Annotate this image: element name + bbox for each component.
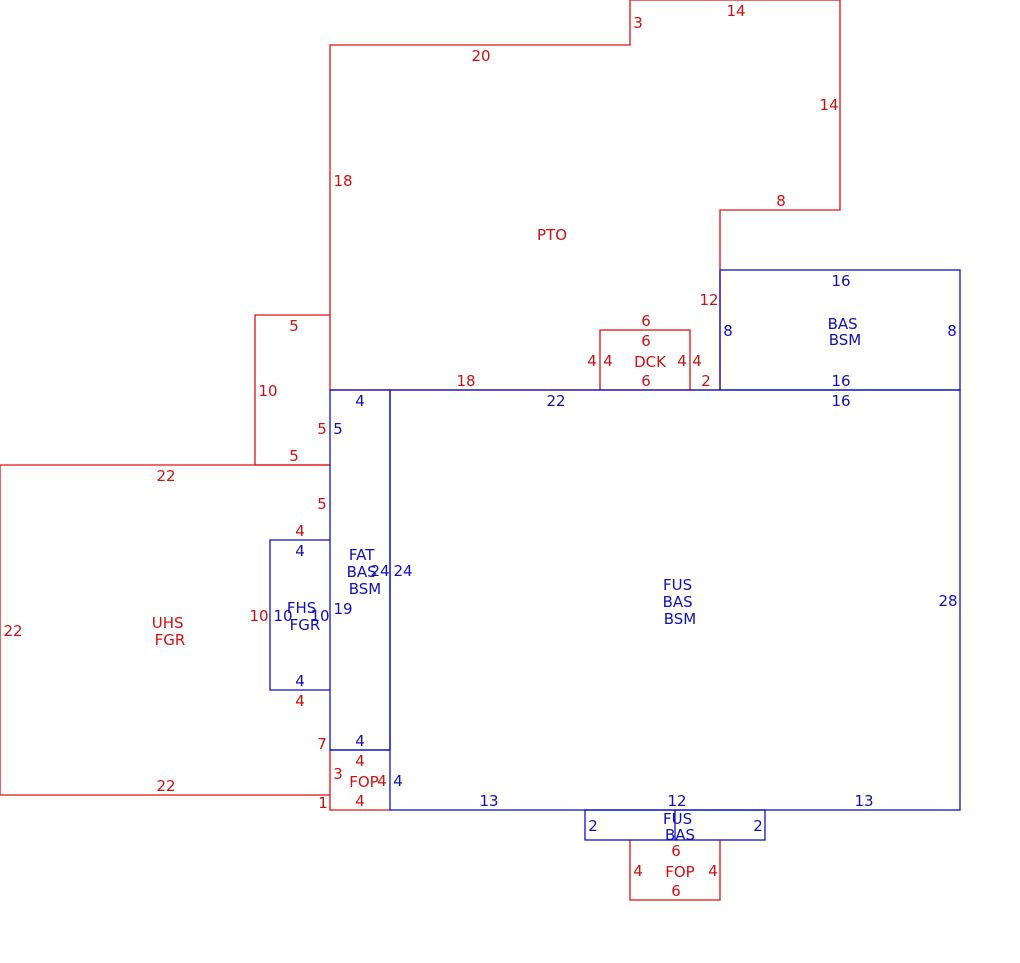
dim-label: 16: [831, 272, 850, 290]
dim-label: 4: [295, 672, 305, 690]
dim-label: 19: [333, 600, 352, 618]
dim-label: 4: [708, 862, 718, 880]
dim-label: 12: [699, 291, 718, 309]
dim-label: 13: [854, 792, 873, 810]
dim-label: 6: [641, 312, 651, 330]
dim-label: 10: [258, 382, 277, 400]
dim-label: 5: [289, 317, 299, 335]
dim-label: 16: [831, 372, 850, 390]
dim-label: 24: [393, 562, 412, 580]
dim-label: 3: [333, 765, 343, 783]
dim-label: 5: [317, 420, 327, 438]
bas-top-label: BAS BSM: [828, 315, 863, 349]
dim-label: 2: [588, 817, 598, 835]
dim-label: 14: [819, 96, 838, 114]
dim-label: 5: [317, 495, 327, 513]
dim-label: 10: [249, 607, 268, 625]
dim-label: 4: [295, 692, 305, 710]
dim-label: 10: [273, 607, 292, 625]
dim-label: 4: [355, 732, 365, 750]
dim-label: 13: [479, 792, 498, 810]
dim-label: 18: [333, 172, 352, 190]
fop-bottom-label: FOP: [665, 863, 694, 881]
fat-label: FAT BAS BSM: [347, 546, 382, 598]
dim-label: 2: [753, 817, 763, 835]
dim-label: 5: [289, 447, 299, 465]
fhs-outline: [269, 539, 330, 691]
dim-label: 14: [726, 2, 745, 20]
dim-label: 20: [471, 47, 490, 65]
dim-label: 8: [947, 322, 957, 340]
dim-label: 3: [633, 14, 643, 32]
dim-label: 8: [723, 322, 733, 340]
dim-label: 4: [377, 772, 387, 790]
dim-label: 22: [156, 467, 175, 485]
dim-label: 6: [641, 372, 651, 390]
dim-label: 16: [831, 392, 850, 410]
dim-label: 4: [295, 522, 305, 540]
dim-label: 4: [603, 352, 613, 370]
dim-label: 28: [938, 592, 957, 610]
dim-label: 24: [370, 562, 389, 580]
fop-left-label: FOP: [349, 773, 378, 791]
dim-label: 8: [776, 192, 786, 210]
fus-bottom-label: FUS BAS: [663, 810, 697, 844]
fop-bottom-outline: [629, 840, 721, 901]
dim-label: 6: [671, 842, 681, 860]
dim-label: 22: [156, 777, 175, 795]
uhs-label: UHS FGR: [152, 614, 189, 649]
dim-label: 4: [295, 542, 305, 560]
pto-label: PTO: [537, 226, 567, 244]
dim-label: 1: [318, 794, 328, 812]
fhs-label: FHS FGR: [287, 599, 321, 634]
dck-label: DCK: [634, 353, 667, 371]
dim-label: 4: [587, 352, 597, 370]
dim-label: 4: [633, 862, 643, 880]
dim-label: 4: [355, 792, 365, 810]
uhs-outline: [0, 464, 330, 796]
dim-label: 4: [393, 772, 403, 790]
dim-label: 4: [692, 352, 702, 370]
dim-label: 6: [671, 882, 681, 900]
dim-label: 22: [546, 392, 565, 410]
dim-label: 5: [333, 420, 343, 438]
dim-label: 4: [677, 352, 687, 370]
dim-label: 4: [355, 392, 365, 410]
dim-label: 7: [317, 735, 327, 753]
dim-label: 10: [310, 607, 329, 625]
dim-label: 2: [701, 372, 711, 390]
dim-label: 12: [667, 792, 686, 810]
fop-left-outline: [329, 750, 390, 811]
dim-label: 6: [641, 332, 651, 350]
dim-label: 22: [3, 622, 22, 640]
dim-label: 4: [355, 752, 365, 770]
fus-main-label: FUS BAS BSM: [663, 576, 698, 628]
dim-label: 18: [456, 372, 475, 390]
